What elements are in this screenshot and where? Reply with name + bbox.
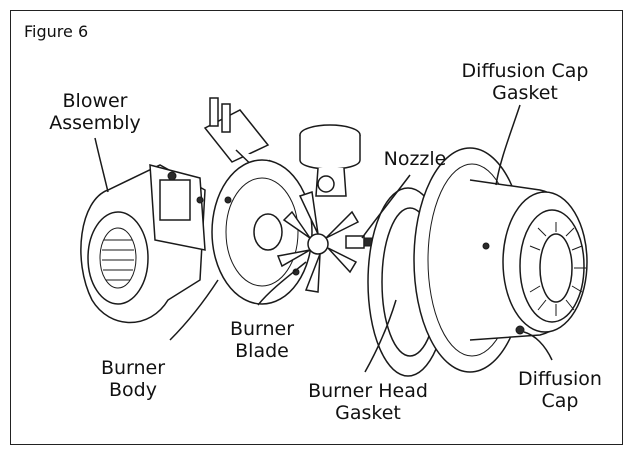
oil-pump-drawing <box>299 124 361 197</box>
label-burner-body-line1: Burner <box>100 357 166 379</box>
label-diffusion-cap-gasket-line1: Diffusion Cap <box>461 60 589 82</box>
label-blower-assembly-line1: Blower <box>62 90 128 112</box>
label-burner-body-line2: Body <box>109 379 157 401</box>
label-diffusion-cap: Diffusion Cap <box>505 368 615 412</box>
blower-assembly-drawing <box>80 164 206 324</box>
label-burner-blade: Burner Blade <box>207 318 317 362</box>
label-burner-head-gasket-line2: Gasket <box>335 402 401 424</box>
label-blower-assembly-line2: Assembly <box>49 112 141 134</box>
label-nozzle-text: Nozzle <box>383 148 447 170</box>
label-burner-blade-line1: Burner <box>229 318 295 340</box>
label-diffusion-cap-line1: Diffusion <box>518 368 602 390</box>
label-diffusion-cap-line2: Cap <box>541 390 579 412</box>
diffusion-cap-assembly-drawing <box>413 147 588 373</box>
label-burner-blade-line2: Blade <box>235 340 289 362</box>
leader-diffusion-cap-gasket <box>495 104 521 186</box>
label-burner-body: Burner Body <box>78 357 188 401</box>
leader-burner-head-gasket <box>364 299 397 373</box>
burner-blade-drawing <box>276 191 360 293</box>
figure-frame <box>10 10 623 445</box>
leader-blower-assembly <box>94 137 109 193</box>
burner-body-drawing <box>211 159 313 305</box>
label-burner-head-gasket: Burner Head Gasket <box>293 380 443 424</box>
label-burner-head-gasket-line1: Burner Head <box>308 380 428 402</box>
label-blower-assembly: Blower Assembly <box>30 90 160 134</box>
leader-burner-body <box>169 279 219 341</box>
nozzle-drawing <box>345 235 373 249</box>
label-diffusion-cap-gasket: Diffusion Cap Gasket <box>445 60 605 104</box>
leader-diffusion-cap <box>523 331 553 361</box>
leader-burner-blade <box>257 261 307 306</box>
figure-title: Figure 6 <box>24 22 89 41</box>
label-diffusion-cap-gasket-line2: Gasket <box>492 82 558 104</box>
leader-nozzle <box>361 174 411 239</box>
leader-lines <box>94 104 553 373</box>
label-nozzle: Nozzle <box>360 148 470 170</box>
